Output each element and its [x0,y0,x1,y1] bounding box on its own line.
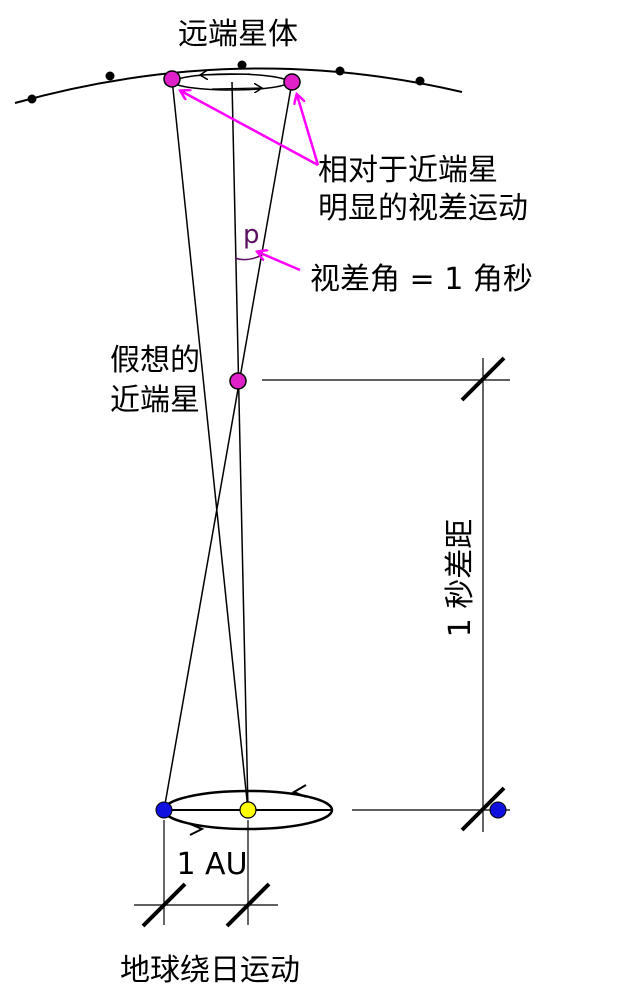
background-star [415,76,425,86]
distance-tick-bottom [460,786,506,832]
distant-stars-label: 远端星体 [178,17,298,52]
background-star [27,94,37,104]
earth [155,801,173,819]
background-star [105,71,115,81]
orbit-direction-arrow-bottom [189,823,205,836]
distance-tick-top [460,356,506,402]
near-star-label-line1: 假想的 [110,343,200,378]
apparent-motion-pointer-left [181,91,319,167]
sight-lines [163,78,293,811]
au-tick-left [141,882,187,928]
earth-orbit-label: 地球绕日运动 [120,953,300,988]
near-star-label-line2: 近端星 [110,383,200,418]
distance-label: 1 秒差距 [443,519,478,638]
au-label: 1 AU [176,847,247,882]
background-stars [27,60,425,104]
orbit-direction-arrow-top [291,784,307,798]
background-star [237,60,247,70]
sun [239,801,257,819]
parallax-angle-label: 视差角 = 1 角秒 [310,262,533,297]
parallax-angle-pointer [258,252,301,272]
apparent-motion-label-line1: 相对于近端星 [318,153,498,188]
apparent-motion-ellipse [173,73,289,91]
motion-arrow-bottom [211,88,262,89]
apparent-star-position-left [163,70,181,88]
au-tick-right [225,882,271,928]
parallax-angle-arc [234,255,261,261]
apparent-star-position-right [283,73,301,91]
background-sky-arc [14,67,463,104]
near-star [229,372,247,390]
parallax-symbol-p: p [243,220,260,250]
apparent-motion-pointer-right [297,95,320,166]
apparent-motion-label-line2: 明显的视差运动 [318,191,528,226]
earth-reference-dot [489,801,507,819]
motion-arrow-top [200,74,251,75]
background-star [335,66,345,76]
